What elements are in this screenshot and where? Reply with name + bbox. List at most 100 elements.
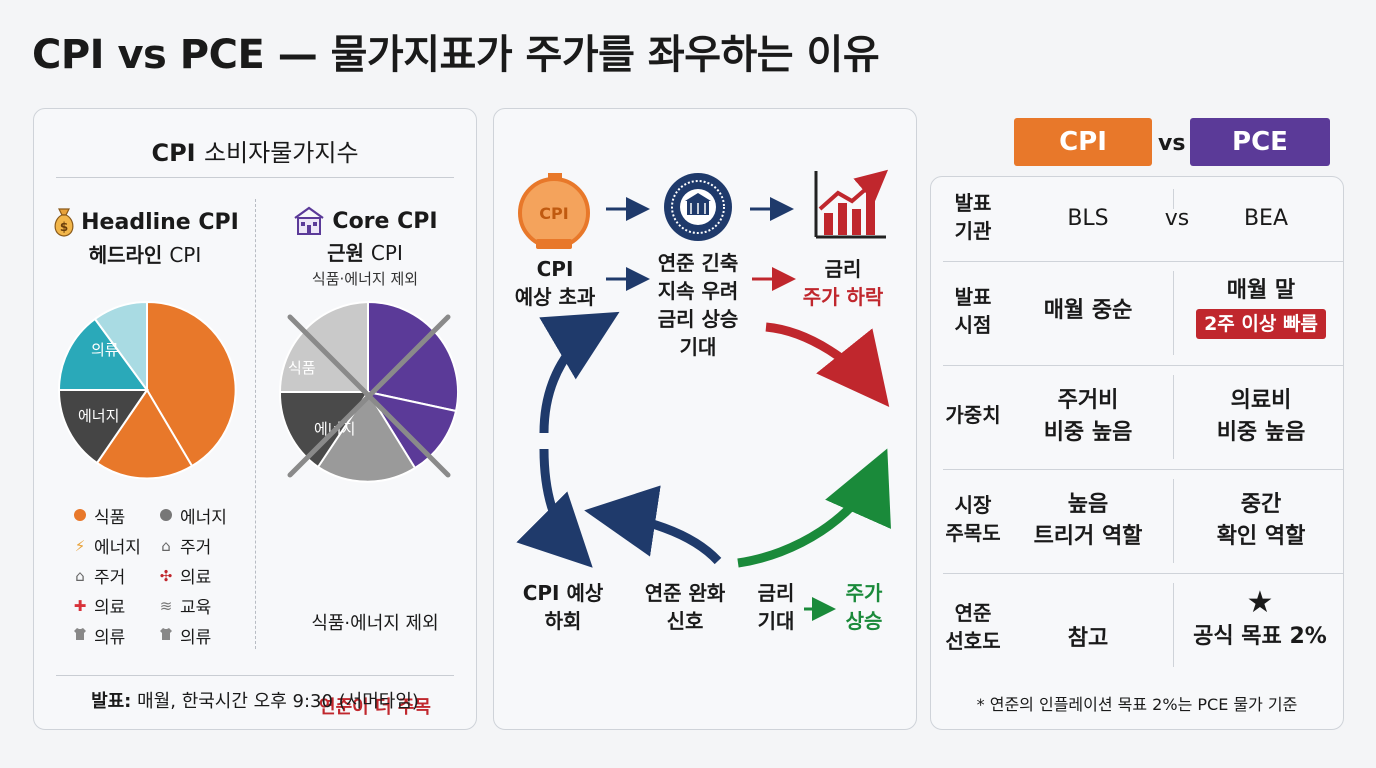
pie-slice-clothing [57,317,149,391]
cpi-gauge-icon: CPI [518,173,590,249]
house-icon: ⌂ [75,566,85,585]
pie-label-energy: 에너지 [78,407,119,425]
pie-label-clothing: 의류 [91,341,119,359]
row-label: 시장 주목도 [945,493,1001,545]
divider [56,675,454,676]
shirt-icon [158,627,174,645]
pie-slice-energy [57,389,149,465]
legend-item: 식품 [72,503,125,528]
legend-item: ✚ 의료 [73,596,126,619]
arrow-stock-rise [737,448,891,568]
cpi-heading-bold: CPI [151,139,196,167]
row-label: 발표 기관 [954,191,992,243]
house-icon: ⌂ [161,536,171,555]
pie-slice-other [93,300,148,394]
rate-expectation: 금리 기대 [757,581,795,633]
cycle-arrow-back [584,485,722,565]
divider [56,177,454,178]
vs-label: vs [1158,131,1186,156]
arrow-stock-decline [765,322,890,408]
table-row: 발표 시점 매월 중순 매월 말 2주 이상 빠름 [931,261,1343,365]
shirt-icon [72,627,88,645]
flow-diagram: CPI [516,169,891,621]
headline-cpi-sub-rest: CPI [169,243,202,267]
pie-slice-excluded-food [316,390,417,483]
pie-slice-core-2 [365,390,458,470]
headline-cpi-sub-bold: 헤드라인 [88,243,163,267]
pie-slice-excluded-energy [278,391,370,469]
cpi-above-expectation: CPI 예상 초과 [514,257,596,309]
divider [943,261,1343,262]
column-divider [255,199,256,649]
faster-badge: 2주 이상 빠름 [1196,309,1326,339]
core-cpi-pie: 식품 에너지 [278,300,458,483]
page-title: CPI vs PCE — 물가지표가 주가를 좌우하는 이유 [32,32,880,78]
cpi-panel-heading: CPI 소비자물가지수 [34,133,476,168]
legend-item: 의류 [72,623,125,648]
fed-easing-signal: 연준 완화 신호 [644,581,726,633]
fed-focus-note: 연준이 더 주목 [319,697,431,718]
fed-seal-icon [664,173,732,241]
cpi-fed-preference: 참고 [1067,626,1109,651]
footnote: * 연준의 인플레이션 목표 2%는 PCE 물가 기준 [976,695,1298,714]
stock-rise-result: 주가 상승 [845,581,883,633]
divider [943,469,1343,470]
legend-item: ⚡ 에너지 [72,533,141,559]
pce-badge: PCE [1190,118,1330,166]
pie-slice-core [367,300,458,413]
cpi-pce-comparison-table: 발표 기관 BLS vs BEA 발표 시점 매월 중순 매월 말 2주 이상 … [930,176,1344,730]
table-row: 발표 기관 BLS vs BEA [931,177,1343,261]
core-cpi-title: Core CPI [332,208,438,234]
pie-slice-food [146,300,237,468]
cpi-agency: BLS [1067,206,1109,231]
cpi-panel: CPI 소비자물가지수 $ Headline CPI 헤드라인 CPI [33,108,477,730]
table-row: 시장 주목도 높음 트리거 역할 중간 확인 역할 [931,469,1343,573]
core-pie-label-food: 식품 [288,359,316,377]
headline-cpi-pie: 의류 에너지 [57,300,237,480]
fed-tightening-concern: 연준 긴축 지속 우려 금리 상승 기대 [657,251,739,359]
table-row: 가중치 주거비 비중 높음 의료비 비중 높음 [931,365,1343,469]
money-bag-icon: $ [54,208,74,237]
stock-decline-result: 금리 주가 하락 [802,257,884,309]
cpi-weighting: 주거비 비중 높음 [1043,388,1133,445]
bolt-icon: ⚡ [74,536,86,555]
vs-label: vs [1164,206,1190,231]
building-icon [294,206,325,235]
rising-chart-icon [814,169,889,239]
cycle-arrow-down [516,448,593,568]
table-row: 연준 선호도 참고 ★ 공식 목표 2% [931,573,1343,677]
legend-item: ≋ 교육 [159,596,212,619]
publish-schedule: 발표: 매월, 한국시간 오후 9:30 (서머타임) [91,691,419,712]
pie-slice-food-2 [95,388,194,480]
legend-item: 의류 [158,623,211,648]
pce-fed-preference: ★ 공식 목표 2% [1177,585,1343,653]
pce-release-timing: 매월 말 2주 이상 빠름 [1181,275,1341,340]
svg-text:$: $ [60,220,68,234]
pce-market-attention: 중간 확인 역할 [1216,492,1306,549]
legend-item: 에너지 [158,503,227,528]
cycle-arrow-up [539,311,620,434]
core-cpi-note: 식품·에너지 제외 [311,270,419,288]
dot-gray-icon [158,507,174,525]
core-cpi-header: Core CPI 근원 CPI 식품·에너지 제외 [260,205,470,289]
cpi-heading-rest: 소비자물가지수 [203,139,359,167]
divider [943,573,1343,574]
cpi-below-expectation: CPI 예상 하회 [522,581,604,633]
legend-item: ⌂ 주거 [158,533,211,559]
row-label: 발표 시점 [954,285,992,337]
cpi-market-attention: 높음 트리거 역할 [1033,492,1143,549]
svg-text:CPI: CPI [539,204,568,223]
medical-cross-icon: ✚ [73,596,87,615]
star-icon: ★ [1246,585,1274,620]
legend-item: ✣ 의료 [159,566,212,589]
row-label: 가중치 [945,403,1001,427]
market-flow-panel: CPI [493,108,917,730]
medical-icon: ✣ [159,566,173,585]
cpi-release-timing: 매월 중순 [1043,298,1133,323]
cpi-badge: CPI [1014,118,1152,166]
divider [943,365,1343,366]
headline-cpi-title: Headline CPI [81,209,239,235]
core-cpi-sub-rest: CPI [370,241,403,265]
layers-icon: ≋ [159,596,173,615]
pce-weighting: 의료비 비중 높음 [1216,388,1306,445]
